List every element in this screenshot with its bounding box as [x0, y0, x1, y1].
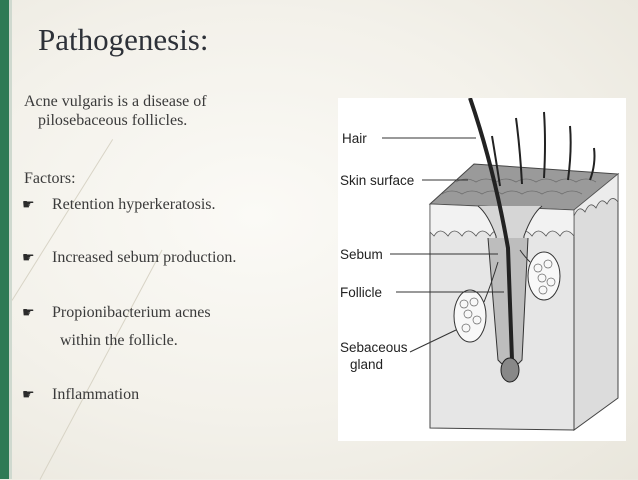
intro-line-2: pilosebaceous follicles. [38, 112, 188, 129]
pointing-hand-icon: ☛ [22, 306, 35, 321]
sebaceous-gland-right [527, 251, 561, 301]
hair-strand [543, 111, 546, 179]
decorative-line [11, 139, 114, 301]
hair-strand [491, 135, 501, 187]
hair-strand [589, 147, 596, 181]
intro-line-1: Acne vulgaris is a disease of [24, 93, 207, 110]
leader-sebaceous [409, 329, 457, 353]
diagram-svg: Hair Skin surface Sebum Follicle Sebaceo… [340, 98, 620, 431]
bullet-propionibacterium-cont: within the follicle. [60, 332, 178, 349]
hair-strand [567, 125, 572, 181]
label-skin-surface: Skin surface [340, 173, 414, 188]
skin-texture [455, 178, 597, 183]
epidermis-right [573, 173, 619, 217]
hair-bulb [500, 357, 520, 383]
label-gland: gland [350, 357, 383, 372]
decorative-line [39, 249, 163, 480]
sebum-duct [519, 249, 531, 263]
slide-title: Pathogenesis: [38, 22, 209, 57]
pointing-hand-icon: ☛ [22, 388, 35, 403]
block-right-face [573, 172, 619, 431]
bullet-sebum: Increased sebum production. [52, 249, 237, 266]
label-follicle: Follicle [340, 285, 382, 300]
accent-bar [0, 0, 9, 479]
sebum-duct [483, 261, 499, 303]
bullet-inflammation: Inflammation [52, 386, 140, 403]
bullet-retention: Retention hyperkeratosis. [52, 196, 216, 213]
bullet-propionibacterium: Propionibacterium acnes [52, 304, 211, 321]
factors-label: Factors: [24, 170, 76, 187]
hair-strand [515, 117, 523, 185]
pointing-hand-icon: ☛ [22, 251, 35, 266]
sebaceous-gland-left [453, 289, 487, 343]
hair-shaft [468, 98, 514, 361]
label-hair: Hair [342, 131, 367, 146]
skin-follicle-diagram: Hair Skin surface Sebum Follicle Sebaceo… [338, 98, 626, 441]
label-sebum: Sebum [340, 247, 383, 262]
pointing-hand-icon: ☛ [22, 198, 35, 213]
skin-texture [441, 190, 583, 195]
accent-bar-highlight [9, 0, 12, 479]
label-sebaceous: Sebaceous [340, 340, 408, 355]
